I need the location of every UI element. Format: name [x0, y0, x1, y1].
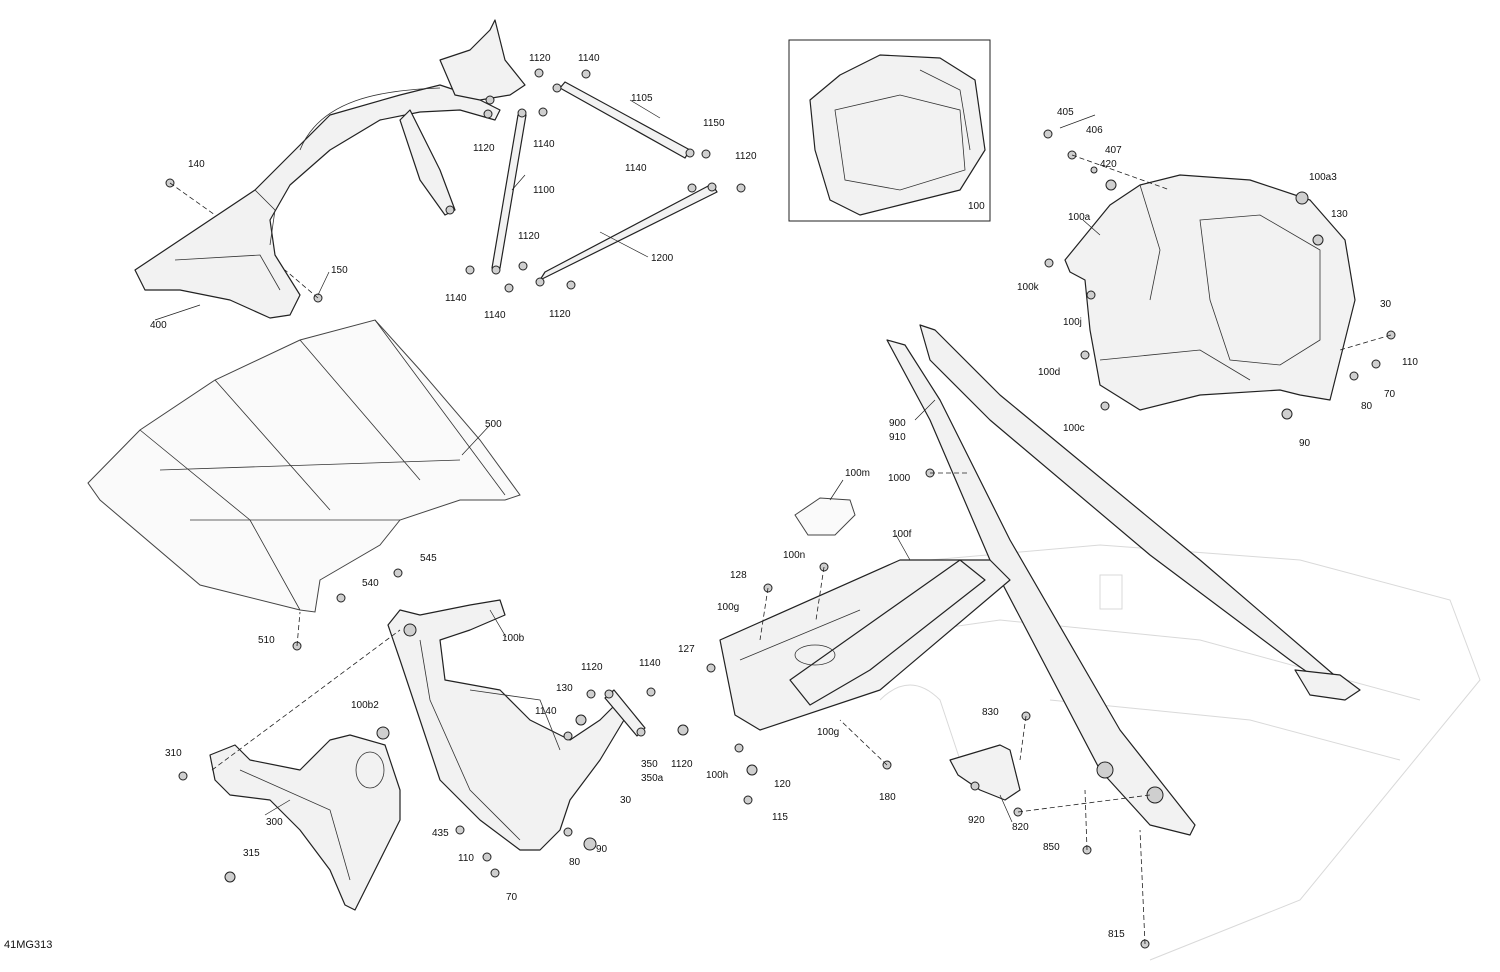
- callout-1120: 1120: [529, 53, 551, 64]
- callout-110: 110: [458, 853, 474, 864]
- rod-1100: [491, 108, 527, 275]
- callout-180: 180: [879, 792, 896, 803]
- callout-900: 900: [889, 418, 906, 429]
- callout-130: 130: [1331, 209, 1348, 220]
- callout-100b: 100b: [502, 633, 525, 644]
- callout-1120: 1120: [671, 759, 693, 770]
- callout-315: 315: [243, 848, 260, 859]
- callout-115: 115: [772, 812, 788, 823]
- rear-frame-100b: [387, 599, 631, 851]
- support-300: [209, 734, 401, 911]
- fasteners-front-frame: [1043, 129, 1396, 420]
- rear-roll-bar-400: [134, 19, 526, 319]
- callout-1140: 1140: [639, 658, 661, 669]
- callout-545: 545: [420, 553, 437, 564]
- callout-1120: 1120: [735, 151, 757, 162]
- callout-1120: 1120: [473, 143, 495, 154]
- callout-100b2: 100b2: [351, 700, 379, 711]
- callout-920: 920: [968, 815, 985, 826]
- leader-lines: [154, 99, 1101, 823]
- callout-100c: 100c: [1063, 423, 1085, 434]
- callout-90: 90: [596, 844, 608, 855]
- callout-labels: 1120 1140 1105 1120 1140 1150 1140 1120 …: [4, 53, 1418, 951]
- callout-500: 500: [485, 419, 502, 430]
- callout-1000: 1000: [888, 473, 911, 484]
- callout-350: 350: [641, 759, 658, 770]
- callout-1140: 1140: [625, 163, 647, 174]
- front-frame-100a: [1064, 174, 1356, 411]
- callout-1140: 1140: [535, 706, 557, 717]
- callout-850: 850: [1043, 842, 1060, 853]
- callout-310: 310: [165, 748, 182, 759]
- callout-100f: 100f: [892, 529, 912, 540]
- callout-1105: 1105: [631, 93, 653, 104]
- callout-150: 150: [331, 265, 348, 276]
- callout-1140: 1140: [445, 293, 467, 304]
- callout-510: 510: [258, 635, 275, 646]
- callout-1140: 1140: [484, 310, 506, 321]
- callout-80: 80: [569, 857, 581, 868]
- bracket-820: [949, 744, 1021, 801]
- callout-100a: 100a: [1068, 212, 1091, 223]
- rod-1200: [535, 182, 718, 287]
- callout-80: 80: [1361, 401, 1373, 412]
- callout-1140: 1140: [533, 139, 555, 150]
- callout-407: 407: [1105, 145, 1122, 156]
- inset-label-100: 100: [968, 201, 985, 212]
- rod-1105: [552, 81, 695, 159]
- callout-100h: 100h: [706, 770, 728, 781]
- callout-70: 70: [1384, 389, 1396, 400]
- callout-400: 400: [150, 320, 167, 331]
- callout-100d: 100d: [1038, 367, 1060, 378]
- callout-1200: 1200: [651, 253, 674, 264]
- callout-120: 120: [774, 779, 791, 790]
- callout-90: 90: [1299, 438, 1311, 449]
- callout-110: 110: [1402, 357, 1418, 368]
- callout-100g: 100g: [817, 727, 839, 738]
- floor-plate-100f: [719, 559, 1011, 731]
- callout-300: 300: [266, 817, 283, 828]
- callout-130: 130: [556, 683, 573, 694]
- callout-100g: 100g: [717, 602, 739, 613]
- callout-830: 830: [982, 707, 999, 718]
- side-rail-900-910: [886, 324, 1361, 836]
- callout-128: 128: [730, 570, 747, 581]
- cover-100m: [794, 497, 856, 572]
- callout-820: 820: [1012, 822, 1029, 833]
- callout-1150: 1150: [703, 118, 725, 129]
- callout-406: 406: [1086, 125, 1103, 136]
- callout-910: 910: [889, 432, 906, 443]
- callout-100m: 100m: [845, 468, 870, 479]
- callout-1120: 1120: [581, 662, 603, 673]
- callout-350a: 350a: [641, 773, 664, 784]
- callout-1140: 1140: [578, 53, 600, 64]
- callout-30: 30: [620, 795, 632, 806]
- callout-30: 30: [1380, 299, 1392, 310]
- callout-70: 70: [506, 892, 518, 903]
- link-350: [604, 689, 646, 737]
- callout-420: 420: [1100, 159, 1117, 170]
- callout-540: 540: [362, 578, 379, 589]
- callout-815: 815: [1108, 929, 1125, 940]
- callout-127: 127: [678, 644, 695, 655]
- callout-435: 435: [432, 828, 449, 839]
- inset-frame-100: [788, 39, 991, 222]
- assembly-lines: [169, 154, 1392, 945]
- drawing-id: 41MG313: [4, 939, 52, 951]
- callout-140: 140: [188, 159, 205, 170]
- callout-100k: 100k: [1017, 282, 1040, 293]
- callout-405: 405: [1057, 107, 1074, 118]
- floor-panel-500: [87, 319, 521, 613]
- callout-100n: 100n: [783, 550, 805, 561]
- callout-1120: 1120: [549, 309, 571, 320]
- callout-100a3: 100a3: [1309, 172, 1337, 183]
- callout-100j: 100j: [1063, 317, 1082, 328]
- callout-1120: 1120: [518, 231, 540, 242]
- callout-1100: 1100: [533, 185, 555, 196]
